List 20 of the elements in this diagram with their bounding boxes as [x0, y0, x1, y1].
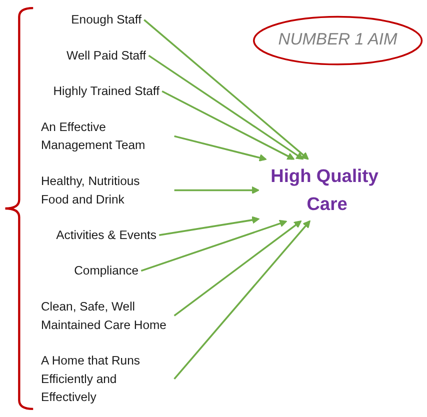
node-text: Compliance [74, 263, 139, 278]
arrow [140, 220, 288, 272]
arrow [158, 216, 260, 236]
arrow [174, 135, 267, 162]
arrow [174, 186, 260, 194]
arrow [144, 19, 309, 160]
node-text: A Home that Runs Efficiently and Effectively [40, 353, 140, 404]
arrow [148, 54, 304, 160]
node-text: Highly Trained Staff [53, 84, 160, 98]
node-text: High Quality Care [270, 166, 378, 214]
node-text: An Effective Management Team [40, 120, 146, 152]
node-text: Activities & Events [56, 228, 157, 242]
node-text: Clean, Safe, Well Maintained Care Home [40, 299, 166, 332]
node-text: Enough Staff [71, 12, 142, 26]
arrow [174, 220, 310, 380]
node-text: Healthy, Nutritious Food and Drink [40, 174, 140, 206]
arrow [162, 90, 295, 160]
node-ellipse: NUMBER 1 AIM [252, 16, 423, 66]
arrow [174, 220, 302, 316]
node-text: Well Paid Staff [66, 48, 146, 62]
